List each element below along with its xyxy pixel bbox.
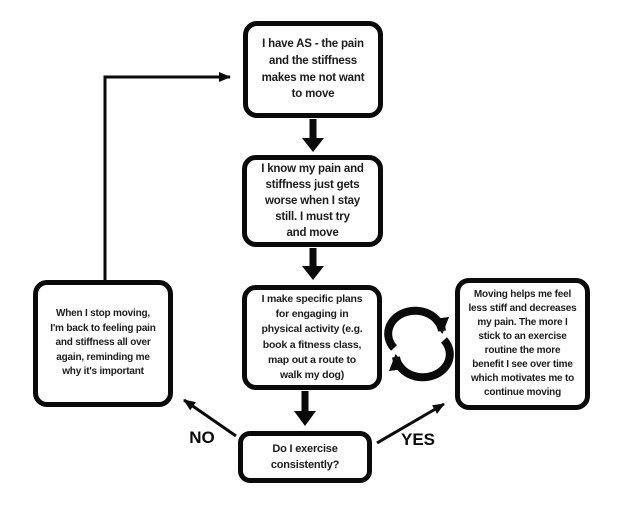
node-have-as: I have AS - the pain and the stiffness m…: [243, 21, 383, 118]
node-stop-moving: When I stop moving, I'm back to feeling …: [33, 280, 173, 407]
cycle-arrows-icon: [384, 306, 454, 382]
arrow-loopback: [103, 72, 231, 280]
node-know-pain: I know my pain and stiffness just gets w…: [242, 155, 383, 247]
node-moving-helps: Moving helps me feel less stiff and decr…: [455, 278, 590, 410]
arrow-down-2-head: [302, 266, 324, 280]
arrow-no: [183, 398, 237, 438]
node-make-plans: I make specific plans for engaging in ph…: [242, 285, 382, 390]
edge-label-yes: YES: [400, 430, 436, 449]
arrow-yes: [376, 402, 445, 445]
cycle-arrow-top: [384, 306, 450, 351]
arrow-down-3-head: [294, 411, 316, 426]
arrow-down-1-head: [302, 138, 324, 152]
edge-label-no: NO: [189, 428, 215, 447]
cycle-arrow-bottom: [388, 337, 454, 382]
node-decision-exercise: Do I exercise consistently?: [238, 431, 372, 483]
